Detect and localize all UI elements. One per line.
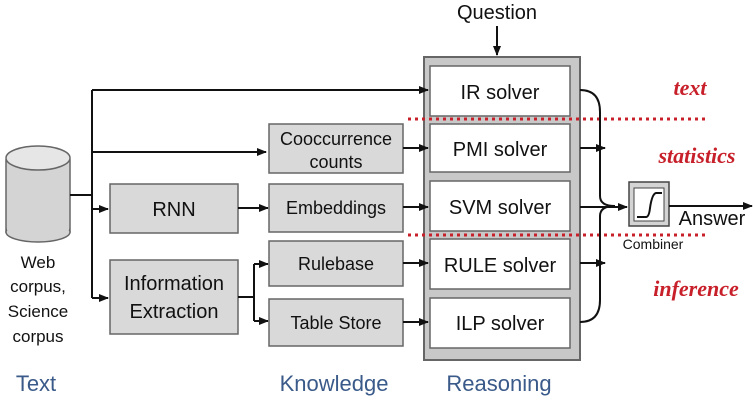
embeddings-box: Embeddings — [268, 183, 404, 233]
solver-pmi: PMI solver — [429, 123, 571, 173]
solver-rule-label: RULE solver — [444, 255, 557, 277]
solver-rule: RULE solver — [429, 238, 571, 290]
rulebase-label: Rulebase — [298, 254, 374, 274]
cooccurrence-label-line-2: counts — [309, 152, 362, 172]
layer-label-text: text — [674, 75, 708, 100]
layer-label-inference: inference — [653, 276, 739, 301]
corpus-database-icon — [5, 145, 71, 243]
solver-ir-label: IR solver — [461, 82, 540, 104]
sigmoid-icon — [637, 192, 662, 218]
solver-pmi-label: PMI solver — [453, 139, 548, 161]
solver-ilp-label: ILP solver — [456, 313, 545, 335]
combiner-label: Combiner — [623, 236, 684, 252]
ie-label-line-1: Information — [124, 273, 224, 295]
information-extraction-box: Information Extraction — [109, 259, 239, 335]
corpus-line-1: Web — [21, 253, 56, 272]
solver-svm: SVM solver — [429, 180, 571, 232]
solver-ilp: ILP solver — [429, 297, 571, 349]
solver-ir: IR solver — [429, 65, 571, 117]
embeddings-label: Embeddings — [286, 198, 386, 218]
ir-output-curve — [579, 89, 616, 207]
corpus-line-3: Science — [8, 302, 68, 321]
corpus-line-2: corpus, — [10, 277, 66, 296]
table-store-box: Table Store — [268, 298, 404, 347]
cooccurrence-box: Cooccurrence counts — [268, 123, 404, 174]
rulebase-box: Rulebase — [268, 240, 404, 287]
table-store-label: Table Store — [290, 313, 381, 333]
solver-svm-label: SVM solver — [449, 197, 552, 219]
layer-label-statistics: statistics — [657, 143, 735, 168]
corpus-line-4: corpus — [12, 327, 63, 346]
rnn-box: RNN — [109, 183, 239, 234]
combiner-box — [628, 181, 670, 227]
cooccurrence-label-line-1: Cooccurrence — [280, 129, 392, 149]
rnn-label: RNN — [152, 199, 195, 221]
column-label-knowledge: Knowledge — [280, 371, 389, 396]
ie-label-line-2: Extraction — [130, 301, 219, 323]
column-label-reasoning: Reasoning — [446, 371, 551, 396]
question-label: Question — [457, 2, 537, 24]
column-label-text: Text — [16, 371, 56, 396]
answer-label: Answer — [679, 208, 746, 230]
